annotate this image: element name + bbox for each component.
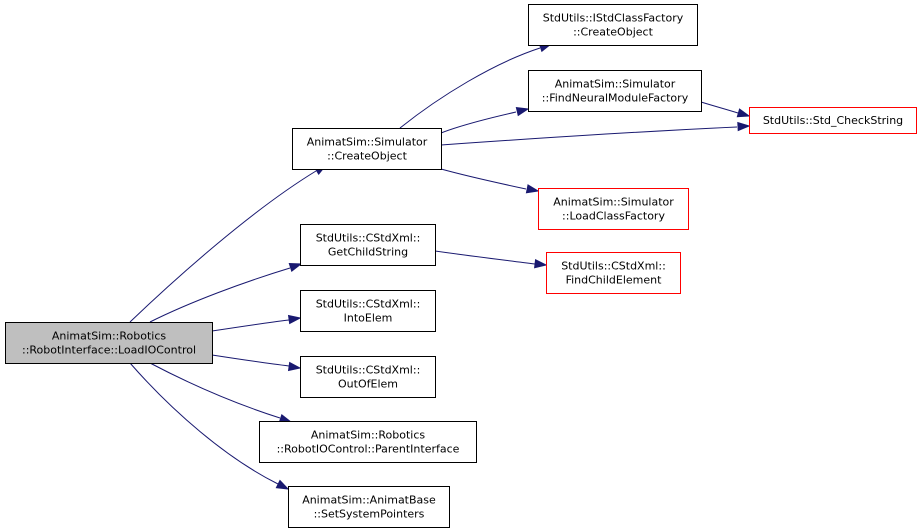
node-label-line: ::CreateObject: [573, 26, 653, 39]
node-label-line: IntoElem: [344, 312, 393, 325]
arrow-head-icon: [515, 107, 530, 117]
node-label-line: StdUtils::CStdXml::: [561, 260, 666, 273]
node-label-line: AnimatSim::Simulator: [553, 196, 674, 209]
node-label-line: ::RobotIOControl::ParentInterface: [277, 443, 460, 456]
edge-root-to-get_child: [149, 262, 303, 323]
edge-line: [149, 362, 281, 419]
arrow-head-icon: [287, 314, 302, 325]
edge-root-to-into_elem: [211, 314, 302, 332]
node-box[interactable]: [259, 421, 477, 463]
node-find-neural[interactable]: AnimatSim::Simulator::FindNeuralModuleFa…: [528, 70, 702, 112]
node-label-line: ::LoadClassFactory: [562, 210, 665, 223]
nodes-layer: AnimatSim::Robotics::RobotInterface::Loa…: [5, 4, 917, 528]
arrow-head-icon: [736, 108, 751, 118]
edge-sim_create-to-find_neural: [440, 107, 530, 134]
node-label-line: AnimatSim::Simulator: [307, 136, 428, 149]
edge-sim_create-to-load_class: [440, 168, 540, 194]
node-label-line: ::RobotInterface::LoadIOControl: [22, 344, 196, 357]
node-out-of-elem[interactable]: StdUtils::CStdXml::OutOfElem: [300, 356, 436, 398]
node-label-line: OutOfElem: [338, 378, 398, 391]
edge-root-to-out_of_elem: [211, 354, 302, 372]
edge-get_child-to-find_child: [434, 250, 548, 269]
node-box[interactable]: [749, 107, 917, 134]
node-box[interactable]: [300, 224, 436, 266]
edge-root-to-sim_create: [129, 164, 328, 323]
node-label-line: StdUtils::CStdXml::: [316, 232, 421, 245]
edge-line: [440, 126, 738, 146]
arrow-head-icon: [737, 121, 751, 132]
edge-line: [700, 101, 739, 114]
node-label-line: FindChildElement: [566, 274, 663, 287]
node-box[interactable]: [292, 128, 442, 170]
node-label-line: ::SetSystemPointers: [314, 508, 425, 521]
node-label-line: StdUtils::CStdXml::: [316, 364, 421, 377]
node-box[interactable]: [288, 486, 450, 528]
node-istd-create[interactable]: StdUtils::IStdClassFactory::CreateObject: [528, 4, 698, 46]
node-label-line: StdUtils::IStdClassFactory: [543, 12, 684, 25]
node-label-line: AnimatSim::Simulator: [555, 78, 676, 91]
edge-line: [129, 170, 317, 323]
node-check-string[interactable]: StdUtils::Std_CheckString: [749, 107, 917, 134]
edge-line: [129, 362, 279, 485]
node-sim-create[interactable]: AnimatSim::Simulator::CreateObject: [292, 128, 442, 170]
node-box[interactable]: [5, 322, 213, 364]
arrow-head-icon: [525, 184, 540, 194]
edges-layer: [129, 43, 751, 490]
node-load-class[interactable]: AnimatSim::Simulator::LoadClassFactory: [538, 188, 689, 230]
edge-line: [440, 111, 517, 134]
edge-line: [399, 47, 541, 129]
node-find-child[interactable]: StdUtils::CStdXml::FindChildElement: [546, 252, 681, 294]
node-label-line: AnimatSim::Robotics: [52, 330, 166, 343]
node-box[interactable]: [528, 70, 702, 112]
node-root[interactable]: AnimatSim::Robotics::RobotInterface::Loa…: [5, 322, 213, 364]
node-label-line: StdUtils::Std_CheckString: [763, 114, 903, 127]
node-label-line: StdUtils::CStdXml::: [316, 298, 421, 311]
edge-line: [211, 319, 290, 332]
edge-line: [149, 267, 291, 323]
edge-root-to-parent_iface: [149, 362, 293, 423]
arrow-head-icon: [287, 361, 302, 372]
node-into-elem[interactable]: StdUtils::CStdXml::IntoElem: [300, 290, 436, 332]
node-label-line: ::CreateObject: [327, 150, 407, 163]
node-box[interactable]: [538, 188, 689, 230]
arrow-head-icon: [275, 479, 290, 490]
node-parent-iface[interactable]: AnimatSim::Robotics::RobotIOControl::Par…: [259, 421, 477, 463]
edge-line: [211, 354, 290, 367]
edge-line: [440, 168, 527, 190]
arrow-head-icon: [534, 258, 548, 269]
node-label-line: AnimatSim::AnimatBase: [302, 494, 436, 507]
node-box[interactable]: [300, 356, 436, 398]
edge-line: [434, 250, 536, 265]
node-label-line: AnimatSim::Robotics: [311, 429, 425, 442]
arrow-head-icon: [288, 262, 303, 272]
node-box[interactable]: [546, 252, 681, 294]
node-box[interactable]: [528, 4, 698, 46]
node-get-child[interactable]: StdUtils::CStdXml::GetChildString: [300, 224, 436, 266]
node-set-sys[interactable]: AnimatSim::AnimatBase::SetSystemPointers: [288, 486, 450, 528]
node-label-line: ::FindNeuralModuleFactory: [542, 92, 689, 105]
node-box[interactable]: [300, 290, 436, 332]
edge-find_neural-to-check_string: [700, 101, 751, 118]
edge-sim_create-to-check_string: [440, 121, 751, 146]
edge-root-to-set_sys: [129, 362, 290, 490]
node-label-line: GetChildString: [328, 246, 408, 259]
